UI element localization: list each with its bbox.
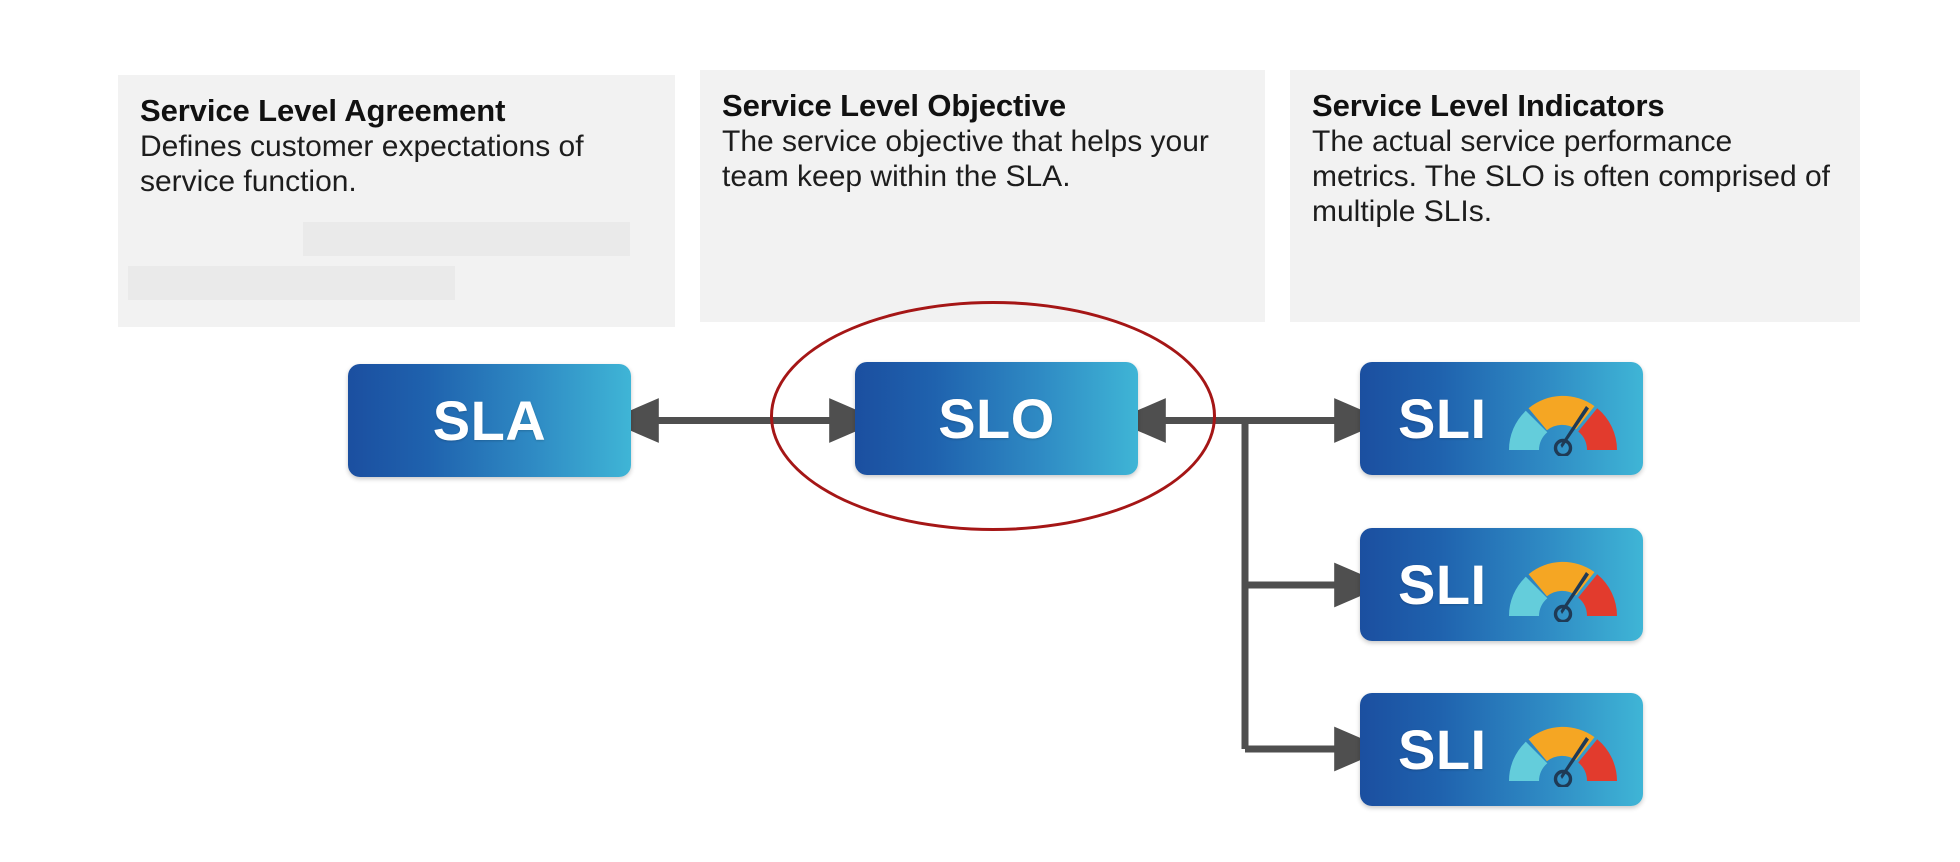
node-label-sla: SLA bbox=[432, 388, 547, 452]
node-label-sli-2: SLI bbox=[1398, 552, 1487, 616]
redaction-block-2 bbox=[128, 266, 455, 300]
redaction-block-1 bbox=[303, 222, 630, 256]
card-title-sla: Service Level Agreement bbox=[140, 93, 506, 128]
card-title-slo: Service Level Objective bbox=[722, 88, 1067, 123]
slo-highlight-ellipse bbox=[770, 301, 1216, 531]
gauge-icon bbox=[1501, 382, 1625, 456]
card-service-level-indicators: Service Level Indicators The actual serv… bbox=[1290, 70, 1860, 322]
card-title-sli: Service Level Indicators bbox=[1312, 88, 1665, 123]
node-sli-3[interactable]: SLI bbox=[1360, 693, 1643, 806]
node-sli-2[interactable]: SLI bbox=[1360, 528, 1643, 641]
node-sli-1[interactable]: SLI bbox=[1360, 362, 1643, 475]
gauge-icon bbox=[1501, 713, 1625, 787]
card-body-sla: Defines customer expectations of service… bbox=[140, 129, 584, 198]
node-label-sli-1: SLI bbox=[1398, 386, 1487, 450]
gauge-icon bbox=[1501, 548, 1625, 622]
card-service-level-objective: Service Level Objective The service obje… bbox=[700, 70, 1265, 322]
card-body-slo: The service objective that helps your te… bbox=[722, 124, 1209, 193]
card-body-sli: The actual service performance metrics. … bbox=[1312, 124, 1830, 228]
node-sla[interactable]: SLA bbox=[348, 364, 631, 477]
node-label-sli-3: SLI bbox=[1398, 717, 1487, 781]
